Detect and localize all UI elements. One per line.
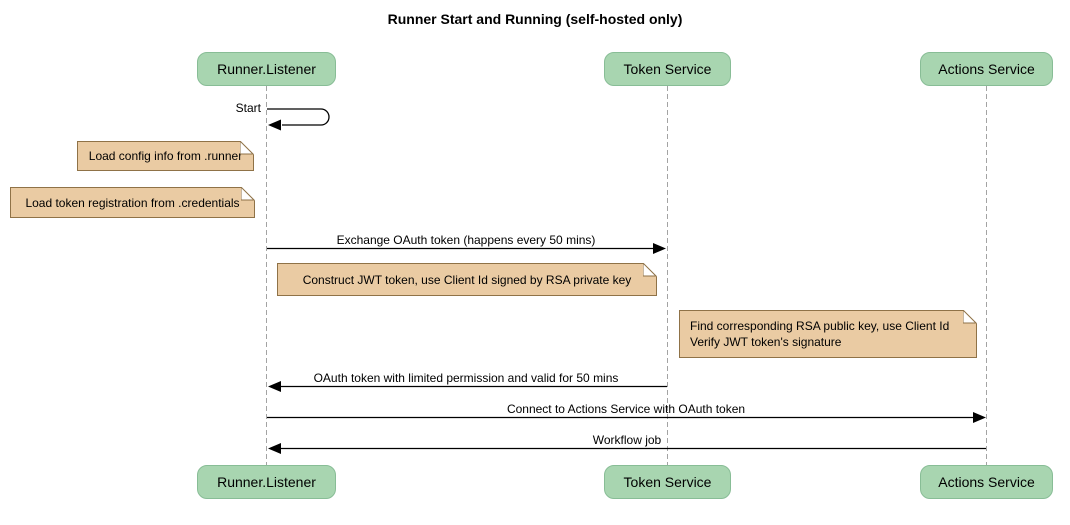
exchange-arrowhead	[653, 243, 666, 254]
note-verify-jwt: Find corresponding RSA public key, use C…	[679, 310, 977, 358]
note-fold-icon	[963, 310, 977, 324]
actor-runner-listener-top: Runner.Listener	[197, 52, 336, 86]
oauth-return-arrowhead	[268, 381, 281, 392]
message-start: Start	[235, 101, 261, 115]
note-text-line2: Verify JWT token's signature	[690, 335, 842, 349]
connect-arrowhead	[973, 412, 986, 423]
workflow-arrowhead	[268, 443, 281, 454]
actor-actions-service-top: Actions Service	[920, 52, 1053, 86]
message-oauth-return: OAuth token with limited permission and …	[313, 371, 619, 385]
diagram-title: Runner Start and Running (self-hosted on…	[387, 11, 683, 27]
note-fold-icon	[241, 187, 255, 201]
note-fold-icon	[240, 141, 254, 155]
actor-label: Runner.Listener	[217, 61, 316, 77]
message-connect: Connect to Actions Service with OAuth to…	[506, 402, 746, 416]
actor-actions-service-bottom: Actions Service	[920, 465, 1053, 499]
note-load-config: Load config info from .runner	[77, 141, 254, 171]
actor-label: Runner.Listener	[217, 474, 316, 490]
note-text: Load token registration from .credential…	[25, 195, 240, 210]
note-text-line1: Find corresponding RSA public key, use C…	[690, 319, 950, 333]
actor-label: Actions Service	[938, 61, 1035, 77]
start-self-arrow-line	[267, 108, 330, 126]
actor-label: Token Service	[623, 61, 712, 77]
note-construct-jwt: Construct JWT token, use Client Id signe…	[277, 263, 657, 296]
note-text: Load config info from .runner	[88, 149, 243, 163]
note-fold-icon	[643, 263, 657, 277]
actor-runner-listener-bottom: Runner.Listener	[197, 465, 336, 499]
actor-token-service-bottom: Token Service	[604, 465, 731, 499]
actor-label: Actions Service	[938, 474, 1035, 490]
message-workflow-job: Workflow job	[592, 433, 662, 447]
note-load-token-registration: Load token registration from .credential…	[10, 187, 255, 218]
actor-label: Token Service	[623, 474, 712, 490]
note-text: Construct JWT token, use Client Id signe…	[302, 272, 632, 287]
actor-token-service-top: Token Service	[604, 52, 731, 86]
start-self-arrowhead	[268, 119, 281, 131]
message-exchange-oauth: Exchange OAuth token (happens every 50 m…	[336, 233, 596, 247]
